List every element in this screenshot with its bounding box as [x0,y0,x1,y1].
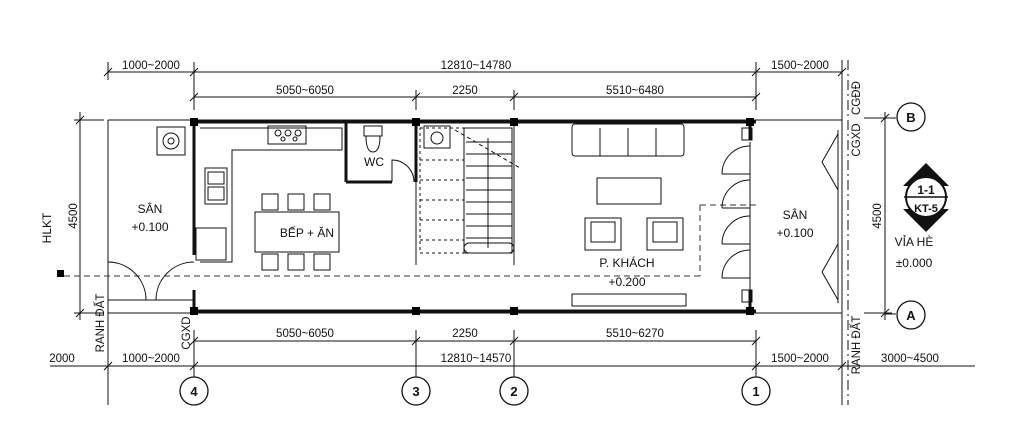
column [746,118,754,126]
fridge [195,227,227,261]
column [190,118,198,126]
dim-bottom-total: 12810~14570 [441,353,512,365]
label-cgdd: CGĐĐ [851,81,863,115]
column [746,307,754,315]
staircase [419,127,521,254]
grid-row-markers: B A [885,102,926,330]
wc-door [391,159,415,183]
dim-top-kitchen: 5050~6050 [276,85,334,97]
section-number: 1-1 [917,183,935,197]
room-living-name: P. KHÁCH [599,255,654,270]
grid-row-b: B [906,110,915,125]
site-outline [108,119,842,314]
tv-cabinet [571,293,687,307]
dim-top-front-yard: 1000~2000 [122,60,180,72]
dim-right-width: 4500 [872,203,884,229]
dim-bottom-front-yard: 1000~2000 [122,353,180,365]
armchair-left [584,217,622,251]
dim-top-living: 5510~6480 [606,85,664,97]
toilet-icon [363,125,383,153]
sidewalk-name: VỈA HÈ [895,234,934,249]
grid-col-markers: 4 3 2 1 [179,348,771,406]
top-dimensions: 1000~2000 12810~14780 1500~2000 5050~605… [103,60,847,110]
room-yard-left-level: +0.100 [131,220,168,234]
grid-col-2: 2 [510,384,517,399]
room-yard-right-name: SÂN [783,207,808,222]
dim-bottom-back-yard: 1500~2000 [771,353,829,365]
room-wc-label: WC [364,155,384,169]
label-ranh-dat-left: RANH ĐẤT [94,294,107,353]
dim-top-back-yard: 1500~2000 [771,60,829,72]
grid-col-3: 3 [412,384,419,399]
basin-icon [423,125,451,149]
column [190,307,198,315]
sofa [571,123,685,157]
dim-top-total: 12810~14780 [441,60,512,72]
room-yard-right-level: +0.100 [776,226,813,240]
column [510,118,518,126]
side-dimensions: 4500 4500 [68,112,892,320]
grid-row-a: A [906,308,916,323]
label-cgxd-left: CGXD [181,316,193,349]
sink-icon [204,167,228,205]
dim-bottom-living: 5510~6270 [606,328,664,340]
gate-left-door [107,261,195,301]
column [412,118,420,126]
coffee-table [596,177,662,205]
dim-left-width: 4500 [68,203,80,229]
section-sheet: KT-5 [914,203,938,215]
label-ranh-dat-right: RANH ĐẤT [850,316,863,375]
columns [57,118,754,315]
washer-icon [156,126,186,156]
grid-col-4: 4 [190,384,198,399]
dim-bottom-right-edge: 3000~4500 [881,353,939,365]
grid-col-1: 1 [752,384,759,399]
armchair-right [646,217,684,251]
gate-right [821,130,839,303]
room-yard-left-name: SÂN [138,201,163,216]
hlkt-marker [57,270,64,277]
dim-bottom-kitchen: 5050~6050 [276,328,334,340]
building-walls [192,120,756,313]
room-kitchen-label: BẾP + ĂN [280,225,334,240]
column [510,307,518,315]
label-hlkt: HLKT [40,212,54,243]
section-mark: 1-1 KT-5 [903,163,949,232]
sidewalk-level: ±0.000 [896,256,933,270]
column [412,307,420,315]
dim-bottom-left-edge: 2000 [49,353,75,365]
dim-top-stair: 2250 [452,85,478,97]
stove-icon [267,125,307,145]
room-living-level: +0.200 [608,275,645,289]
front-folding-doors [721,127,753,303]
label-cgxd-right: CGXD [851,123,863,156]
dining-table [254,193,340,271]
dim-bottom-stair: 2250 [452,328,478,340]
